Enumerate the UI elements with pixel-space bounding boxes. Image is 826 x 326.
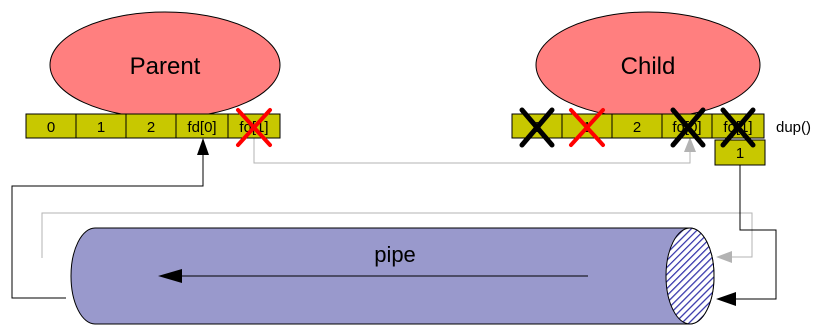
parent-cell-0: 0 xyxy=(25,113,77,139)
pipe-flow-arrowhead xyxy=(158,269,182,283)
dup-to-pipe-line xyxy=(734,165,777,300)
child-label: Child xyxy=(621,53,676,80)
pipe-label: pipe xyxy=(374,242,416,267)
child-cell-label: 2 xyxy=(633,119,641,136)
pipe-end-cap xyxy=(665,227,715,325)
dup-connection xyxy=(716,165,777,306)
child-dup-cell: 1 xyxy=(714,139,766,166)
child-process: Child xyxy=(535,11,761,119)
parent-label: Parent xyxy=(130,53,201,80)
parent-cell-label: 1 xyxy=(97,119,105,136)
child-cell-2: 2 xyxy=(611,113,663,139)
parent-cell-1: 1 xyxy=(75,113,127,139)
closed-red-x-icon xyxy=(569,108,605,147)
closed-black-x-icon xyxy=(720,107,756,148)
parent-cell-label: 2 xyxy=(147,119,155,136)
parent-fd1-to-child-fd0-line xyxy=(253,138,691,164)
parent-cell-2: 2 xyxy=(125,113,177,139)
pipe: pipe xyxy=(70,227,715,325)
child-dup-cell-label: 1 xyxy=(736,145,744,162)
closed-red-x-icon xyxy=(236,108,272,147)
child-fd0-gray-arrowhead xyxy=(684,137,696,152)
parent-read-connection xyxy=(11,138,209,299)
parent-cell-label: fd[0] xyxy=(187,119,216,136)
pipe-to-parent-fd0-line xyxy=(11,155,204,299)
child-fd-table: 0 1 2 fd[0] fd[1] 1 dup() xyxy=(511,107,811,166)
parent-process: Parent xyxy=(49,11,281,119)
closed-black-x-icon xyxy=(670,107,706,148)
pipe-gray-arrowhead xyxy=(716,251,732,263)
replaced-black-x-icon xyxy=(519,107,555,148)
parent-fd-table: 0 1 2 fd[0] fd[1] xyxy=(25,108,281,147)
pipe-write-end-gray-line xyxy=(41,212,753,258)
parent-cell-fd0: fd[0] xyxy=(175,113,229,139)
parent-fd0-arrowhead xyxy=(197,138,209,155)
parent-cell-label: 0 xyxy=(47,119,55,136)
dup-label: dup() xyxy=(776,119,811,136)
pipe-black-arrowhead xyxy=(716,292,736,306)
gray-connections xyxy=(41,137,753,263)
